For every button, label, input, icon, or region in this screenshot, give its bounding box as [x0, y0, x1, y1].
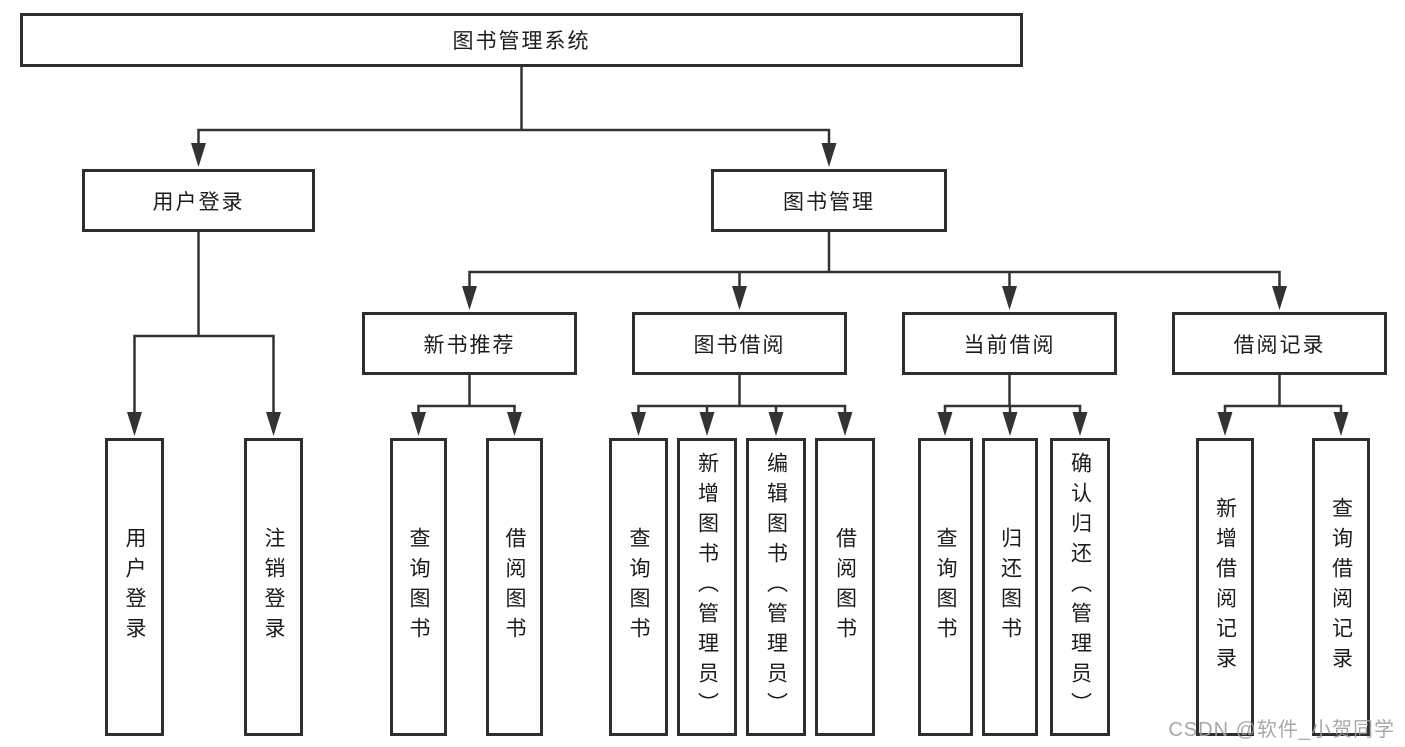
arrowhead-icon [1072, 412, 1088, 436]
leaf-user-login: 用户登录 [105, 438, 164, 736]
arrowhead-icon [462, 286, 477, 310]
arrowhead-icon [837, 412, 853, 436]
leaf-query-books-recommend: 查询图书 [390, 438, 447, 736]
leaf-label: 新增借阅记录 [1213, 497, 1237, 677]
node-label: 当前借阅 [963, 333, 1056, 357]
node-label: 新书推荐 [423, 333, 516, 357]
csdn-watermark: CSDN @软件_小贺同学 [1168, 719, 1395, 741]
leaf-edit-book-admin: 编辑图书（管理员） [746, 438, 806, 736]
arrowhead-icon [1217, 412, 1233, 436]
arrowhead-icon [631, 412, 646, 436]
leaf-label: 借阅图书 [833, 527, 857, 647]
arrowhead-icon [1002, 286, 1017, 310]
leaf-confirm-return-admin: 确认归还（管理员） [1050, 438, 1110, 736]
arrowhead-icon [699, 412, 715, 436]
leaf-label: 归还图书 [998, 527, 1022, 647]
leaf-label: 编辑图书（管理员） [764, 452, 788, 722]
leaf-borrow-books-borrowing: 借阅图书 [815, 438, 875, 736]
leaf-label: 确认归还（管理员） [1068, 452, 1092, 722]
arrowhead-icon [266, 412, 281, 436]
arrowhead-icon [821, 143, 837, 167]
arrowhead-icon [732, 286, 747, 310]
leaf-logout: 注销登录 [244, 438, 303, 736]
leaf-add-borrow-record: 新增借阅记录 [1196, 438, 1254, 736]
arrowhead-icon [1333, 412, 1349, 436]
arrowhead-icon [768, 412, 784, 436]
node-borrowing-records: 借阅记录 [1172, 312, 1387, 375]
node-label: 图书管理 [783, 190, 875, 214]
leaf-label: 用户登录 [123, 527, 146, 647]
leaf-query-books-current: 查询图书 [918, 438, 973, 736]
node-label: 用户登录 [152, 190, 245, 214]
node-book-management: 图书管理 [711, 169, 947, 232]
leaf-label: 查询图书 [934, 527, 957, 647]
node-new-book-recommendation: 新书推荐 [362, 312, 577, 375]
arrowhead-icon [411, 412, 426, 436]
node-library-management-system: 图书管理系统 [20, 13, 1023, 67]
arrowhead-icon [1272, 286, 1287, 310]
node-label: 图书管理系统 [452, 30, 591, 53]
arrowhead-icon [507, 412, 522, 436]
arrowhead-icon [1002, 412, 1018, 436]
arrowhead-icon [937, 412, 953, 436]
leaf-query-borrow-record: 查询借阅记录 [1312, 438, 1370, 736]
leaf-label: 借阅图书 [503, 527, 526, 647]
leaf-label: 注销登录 [262, 527, 285, 647]
leaf-add-book-admin: 新增图书（管理员） [677, 438, 737, 736]
leaf-label: 新增图书（管理员） [695, 452, 719, 722]
arrowhead-icon [191, 143, 206, 167]
leaf-label: 查询图书 [627, 527, 650, 647]
node-user-login: 用户登录 [82, 169, 315, 232]
leaf-return-book: 归还图书 [982, 438, 1038, 736]
leaf-label: 查询借阅记录 [1329, 497, 1353, 677]
node-book-borrowing: 图书借阅 [632, 312, 847, 375]
leaf-query-books-borrowing: 查询图书 [609, 438, 668, 736]
node-current-borrowing: 当前借阅 [902, 312, 1117, 375]
node-label: 借阅记录 [1233, 333, 1326, 357]
leaf-label: 查询图书 [407, 527, 430, 647]
arrowhead-icon [127, 412, 142, 436]
node-label: 图书借阅 [693, 333, 786, 357]
leaf-borrow-books-recommend: 借阅图书 [486, 438, 543, 736]
